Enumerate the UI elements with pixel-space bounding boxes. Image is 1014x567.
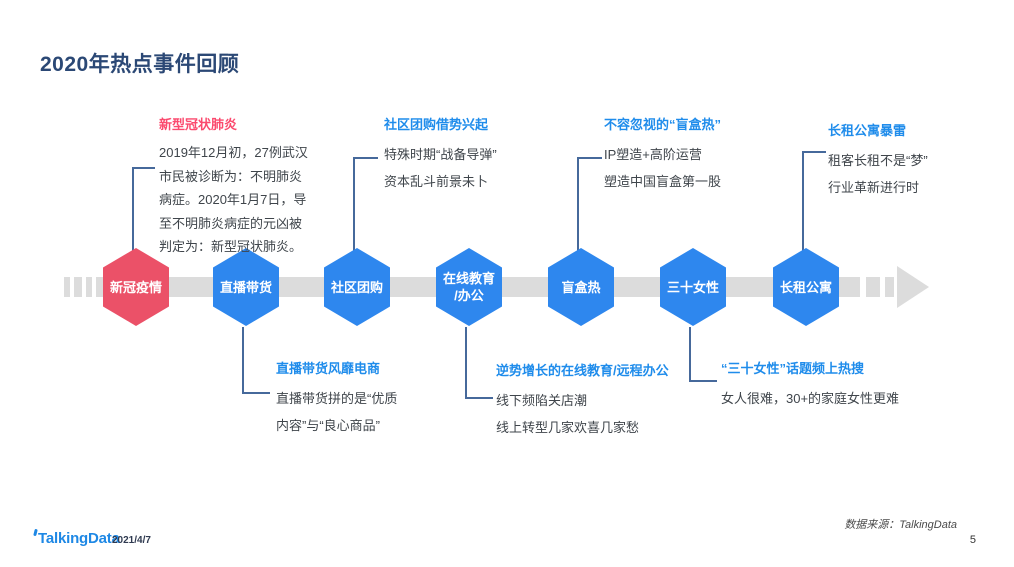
- annotation-line: 病症。2020年1月7日，导: [159, 192, 307, 207]
- annotation-livestream: 直播带货风靡电商 直播带货拼的是“优质 内容”与“良心商品”: [276, 358, 476, 439]
- annotation-line: 线上转型几家欢喜几家愁: [496, 420, 640, 435]
- annotation-line: 直播带货拼的是“优质: [276, 391, 398, 406]
- node-label: 三十女性: [666, 279, 719, 295]
- page-title: 2020年热点事件回顾: [40, 53, 240, 76]
- annotation-line: 特殊时期“战备导弹”: [384, 147, 497, 162]
- timeline-dash: [866, 277, 880, 297]
- annotation-line: IP塑造+高阶运营: [604, 147, 702, 162]
- annotation-title: 逆势增长的在线教育/远程办公: [496, 363, 669, 378]
- annotation-title: 不容忽视的“盲盒热”: [604, 117, 722, 132]
- footer-date: 2021/4/7: [112, 535, 151, 546]
- timeline-dash: [64, 277, 70, 297]
- annotation-line: 至不明肺炎病症的元凶被: [159, 215, 303, 231]
- connector-line: [577, 157, 602, 251]
- timeline-node-livestream: 直播带货: [213, 248, 279, 326]
- timeline-arrowhead-icon: [897, 266, 929, 308]
- connector-line: [802, 151, 826, 251]
- timeline-node-women30: 三十女性: [660, 248, 726, 326]
- annotation-line: 2019年12月初，27例武汉: [159, 145, 308, 160]
- connector-line: [689, 327, 717, 382]
- annotation-line: 判定为：新型冠状肺炎。: [159, 239, 303, 254]
- annotation-title: 社区团购借势兴起: [384, 117, 489, 132]
- timeline-dash: [885, 277, 894, 297]
- timeline-node-groupbuy: 社区团购: [324, 248, 390, 326]
- annotation-line: 线下频陷关店潮: [496, 393, 588, 408]
- data-source-note: 数据来源：TalkingData: [844, 519, 957, 531]
- connector-line: [132, 167, 155, 251]
- timeline-dash: [74, 277, 82, 297]
- node-label: 盲盒热: [561, 279, 601, 295]
- annotation-line: 资本乱斗前景未卜: [384, 174, 489, 189]
- timeline-node-covid: 新冠疫情: [103, 248, 169, 326]
- node-label: 直播带货: [219, 279, 272, 295]
- annotation-line: 行业革新进行时: [828, 180, 920, 195]
- annotation-covid: 新型冠状肺炎 2019年12月初，27例武汉 市民被诊断为：不明肺炎 病症。20…: [159, 114, 379, 259]
- annotation-blindbox: 不容忽视的“盲盒热” IP塑造+高阶运营 塑造中国盲盒第一股: [604, 114, 824, 195]
- annotation-title: “三十女性”话题频上热搜: [721, 361, 865, 376]
- annotation-line: 内容”与“良心商品”: [276, 418, 380, 433]
- annotation-line: 女人很难，30+的家庭女性更难: [721, 391, 900, 406]
- timeline-dash: [86, 277, 92, 297]
- timeline-node-longrent: 长租公寓: [773, 248, 839, 326]
- annotation-longrent: 长租公寓暴雷 租客长租不是“梦” 行业革新进行时: [828, 120, 1008, 201]
- annotation-title: 新型冠状肺炎: [159, 117, 238, 132]
- page-number: 5: [969, 534, 976, 546]
- timeline-node-online-edu: 在线教育 /办公: [436, 248, 502, 326]
- annotation-groupbuy: 社区团购借势兴起 特殊时期“战备导弹” 资本乱斗前景未卜: [384, 114, 604, 195]
- connector-line: [465, 327, 493, 399]
- annotation-title: 直播带货风靡电商: [276, 361, 381, 376]
- node-label: 社区团购: [330, 279, 383, 295]
- talkingdata-logo: TalkingData: [38, 530, 120, 547]
- annotation-title: 长租公寓暴雷: [828, 123, 907, 138]
- node-label: 长租公寓: [779, 279, 832, 295]
- annotation-line: 市民被诊断为：不明肺炎: [159, 168, 303, 184]
- annotation-line: 租客长租不是“梦”: [828, 153, 928, 168]
- timeline-node-blindbox: 盲盒热: [548, 248, 614, 326]
- connector-line: [242, 327, 270, 394]
- annotation-line: 塑造中国盲盒第一股: [604, 174, 722, 189]
- annotation-online-edu: 逆势增长的在线教育/远程办公 线下频陷关店潮 线上转型几家欢喜几家愁: [496, 360, 726, 441]
- annotation-women30: “三十女性”话题频上热搜 女人很难，30+的家庭女性更难: [721, 358, 951, 412]
- node-label: 在线教育 /办公: [442, 271, 495, 303]
- connector-line: [353, 157, 378, 251]
- node-label: 新冠疫情: [109, 279, 162, 295]
